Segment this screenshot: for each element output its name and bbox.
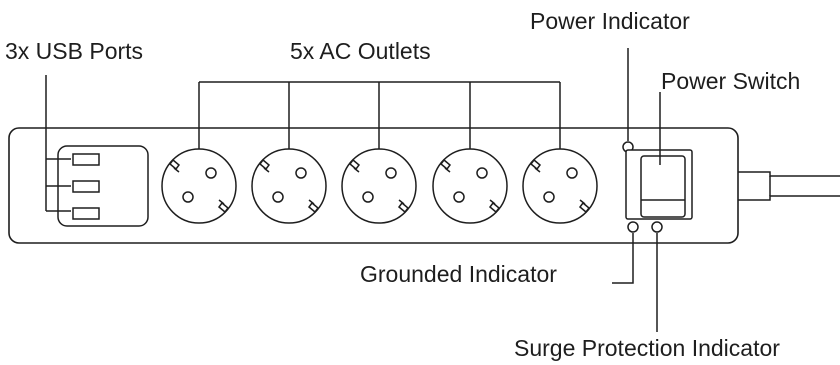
grounded-indicator-leader xyxy=(612,233,634,284)
outlet-pin-hole xyxy=(362,191,374,203)
usb-port xyxy=(72,180,100,193)
outlet-ground-clip xyxy=(579,199,586,205)
power-switch xyxy=(625,149,693,220)
outlet-ground-clip xyxy=(353,167,360,173)
usb-ports-label: 3x USB Ports xyxy=(5,38,143,64)
ac-outlets-leader xyxy=(198,81,561,149)
outlet-pin-hole xyxy=(476,167,488,179)
outlet-ground-clip xyxy=(444,167,451,173)
outlet-ground-clip xyxy=(263,167,270,173)
ac-outlets xyxy=(161,148,598,224)
power-indicator-label: Power Indicator xyxy=(530,8,690,34)
outlet-ground-clip xyxy=(534,167,541,173)
indicator-leaders xyxy=(612,48,661,332)
ac-outlet xyxy=(522,148,598,224)
outlet-pin-hole xyxy=(182,191,194,203)
ac-outlet xyxy=(251,148,327,224)
ac-outlet xyxy=(432,148,508,224)
usb-port xyxy=(72,207,100,220)
grounded-indicator-label: Grounded Indicator xyxy=(360,261,557,287)
surge-protection-indicator-label: Surge Protection Indicator xyxy=(514,335,780,361)
usb-ports xyxy=(45,75,149,227)
outlet-pin-hole xyxy=(385,167,397,179)
surge-protection-indicator-light xyxy=(651,221,663,233)
power-switch-label: Power Switch xyxy=(661,68,800,94)
outlet-pin-hole xyxy=(295,167,307,179)
outlet-ground-clip xyxy=(398,199,405,205)
grounded-indicator-light xyxy=(627,221,639,233)
ac-outlet xyxy=(341,148,417,224)
usb-port xyxy=(72,153,100,166)
outlet-ground-clip xyxy=(308,199,315,205)
outlet-pin-hole xyxy=(453,191,465,203)
outlet-pin-hole xyxy=(205,167,217,179)
power-cord xyxy=(738,171,840,201)
usb-leader-line xyxy=(45,75,71,212)
outlet-pin-hole xyxy=(272,191,284,203)
outlet-pin-hole xyxy=(543,191,555,203)
outlet-ground-clip xyxy=(489,199,496,205)
outlet-pin-hole xyxy=(566,167,578,179)
ac-outlet xyxy=(161,148,237,224)
outlet-ground-clip xyxy=(173,167,180,173)
outlet-ground-clip xyxy=(218,199,225,205)
ac-outlets-label: 5x AC Outlets xyxy=(290,38,431,64)
